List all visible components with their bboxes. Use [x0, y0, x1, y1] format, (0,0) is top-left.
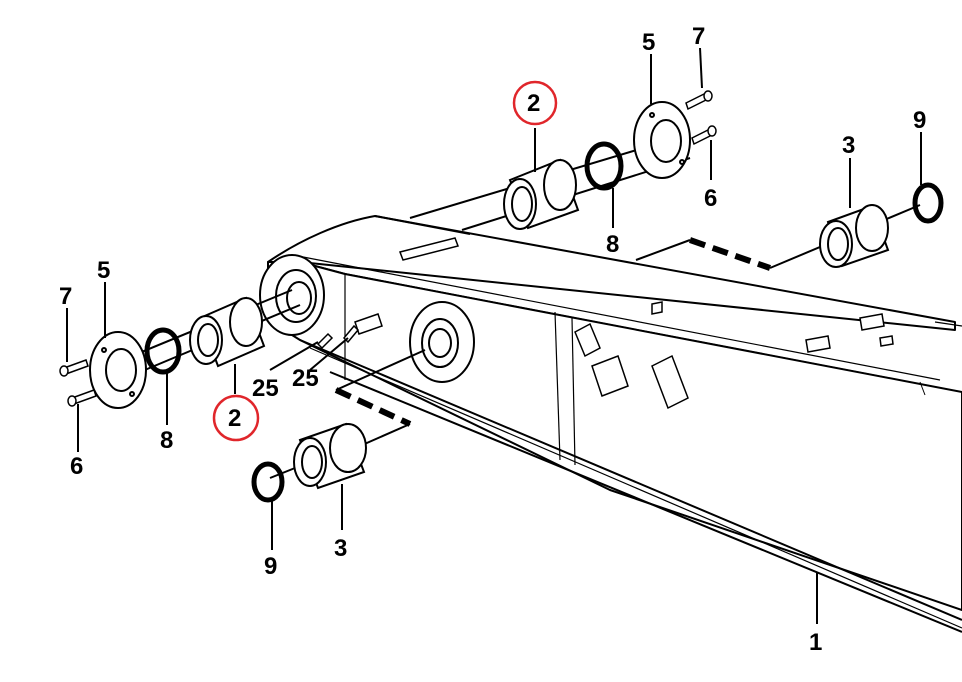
seal-ring-top	[584, 141, 624, 191]
bushing-top	[503, 158, 580, 230]
hidden-line-bottom	[334, 387, 412, 427]
bushing-left	[189, 296, 266, 368]
callout-8-left: 8	[160, 427, 173, 454]
callout-1: 1	[809, 629, 822, 656]
bolt-left	[59, 359, 97, 407]
callout-labels: 5 7 2 9 3 6 8 5 7 25 25 2 8 6 9 3 1	[59, 23, 926, 656]
highlight-circles	[212, 80, 558, 442]
callout-25-b: 25	[292, 365, 319, 392]
highlight-circle-top	[512, 80, 558, 126]
callout-8-right: 8	[606, 231, 619, 258]
callout-5-left: 5	[97, 257, 110, 284]
callout-9-bottom: 9	[264, 553, 277, 580]
callout-3-bottom: 3	[334, 535, 347, 562]
seal-ring-left	[144, 327, 182, 375]
axis-bottom-2	[359, 423, 411, 447]
callout-7-top: 7	[692, 23, 705, 50]
callout-9-right: 9	[913, 107, 926, 134]
axis-bottom	[335, 349, 426, 391]
bolt-top	[685, 90, 717, 146]
callout-6-right: 6	[704, 185, 717, 212]
boom-arm	[267, 215, 962, 633]
callout-6-left: 6	[70, 453, 83, 480]
callout-5-top: 5	[642, 29, 655, 56]
leader-lines	[66, 47, 922, 624]
axis-right	[635, 239, 691, 261]
boom-center-bore	[409, 301, 475, 383]
callout-25-a: 25	[252, 375, 279, 402]
callout-3-right: 3	[842, 132, 855, 159]
end-plate-top	[633, 101, 691, 179]
highlight-circle-left	[212, 394, 260, 442]
seal-ring-bottom	[251, 461, 285, 503]
seal-ring-right	[912, 182, 944, 224]
hidden-line-top-right	[689, 237, 771, 271]
callout-2-left: 2	[228, 405, 241, 432]
bushing-right	[819, 204, 890, 268]
callout-2-top: 2	[527, 90, 540, 117]
end-plate-left	[89, 331, 147, 409]
callout-7-left: 7	[59, 283, 72, 310]
boom-end-housing	[259, 254, 325, 336]
bushing-bottom	[293, 422, 367, 490]
boom-mount-blocks	[354, 237, 894, 410]
